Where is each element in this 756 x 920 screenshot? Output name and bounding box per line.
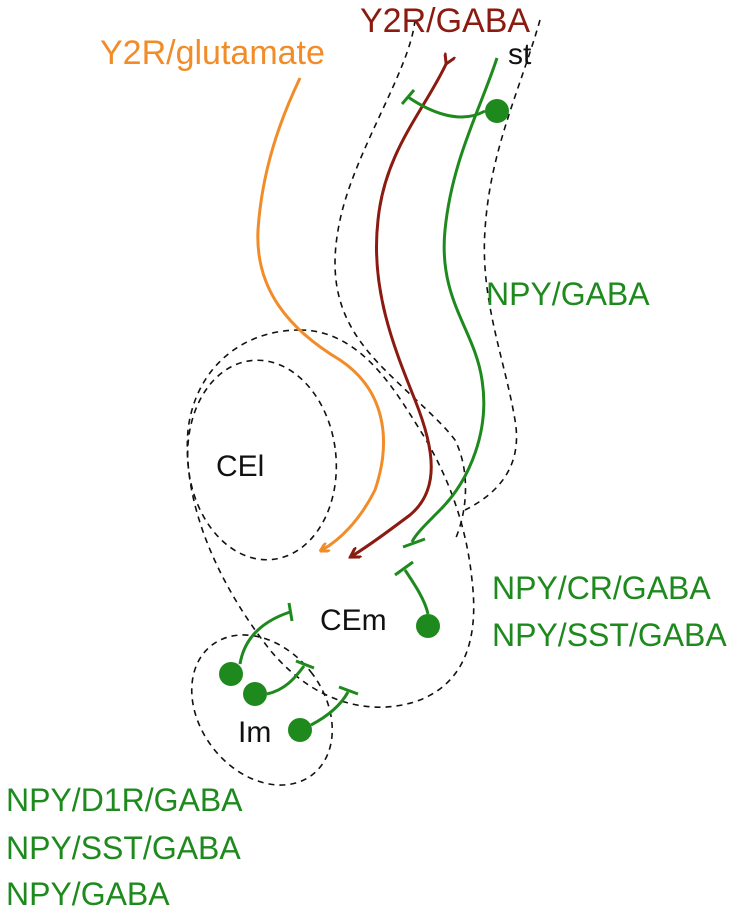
cem-region-outline: [186, 329, 475, 708]
npy-sst-gaba-bottom-label: NPY/SST/GABA: [6, 830, 241, 866]
im-label: Im: [238, 716, 272, 749]
npy-gaba-pathway: [410, 57, 499, 543]
npy-gaba-bottom-label: NPY/GABA: [6, 876, 170, 912]
cem-neuron-axon: [403, 569, 430, 615]
y2r-gaba-label: Y2R/GABA: [360, 2, 531, 40]
npy-gaba-pathway-terminal: [402, 537, 426, 549]
cem-neuron: [416, 614, 440, 638]
cel-region-outline: [186, 359, 338, 561]
st-label: st: [508, 38, 532, 71]
cem-neuron-terminal: [394, 560, 414, 577]
im-neuron-3-axon: [310, 691, 350, 727]
st-neuron-axon: [407, 95, 486, 119]
im-neuron-3: [288, 718, 312, 742]
st-neuron: [485, 99, 509, 123]
stria-terminalis-outline-right: [464, 19, 541, 511]
im-neuron-1-axon: [238, 610, 291, 665]
y2r-glutamate-label: Y2R/glutamate: [100, 34, 325, 72]
npy-d1r-gaba-label: NPY/D1R/GABA: [6, 782, 243, 818]
im-neuron-1-terminal: [287, 602, 294, 622]
stria-terminalis-outline: [334, 19, 467, 541]
y2r-gaba-pathway: [352, 62, 447, 556]
y2r-glutamate-pathway: [256, 77, 385, 550]
im-region-outline: [190, 634, 334, 786]
im-neuron-2: [243, 682, 267, 706]
cel-label: CEl: [216, 450, 265, 483]
npy-cr-gaba-label: NPY/CR/GABA: [492, 570, 711, 606]
cem-label: CEm: [320, 604, 387, 637]
im-neuron-1: [219, 662, 243, 686]
npy-sst-gaba-right-label: NPY/SST/GABA: [492, 617, 727, 653]
im-neuron-2-terminal: [295, 659, 315, 670]
st-neuron-terminal: [400, 89, 416, 105]
npy-gaba-top-label: NPY/GABA: [486, 276, 650, 312]
im-neuron-3-terminal: [338, 685, 359, 696]
im-neuron-2-axon: [266, 665, 306, 696]
